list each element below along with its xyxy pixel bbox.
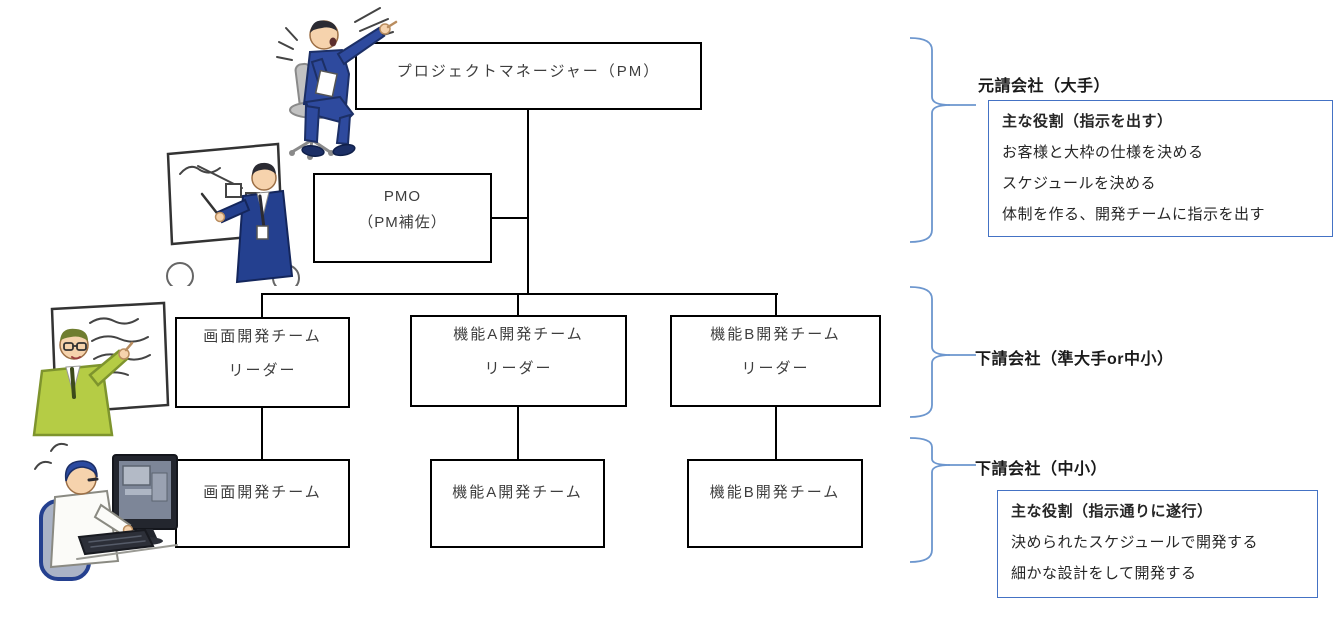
- leader-box-screen-team: 画面開発チーム リーダー: [175, 317, 350, 408]
- tier3-role-box: 主な役割（指示通りに遂行） 決められたスケジュールで開発する 細かな設計をして開…: [997, 490, 1318, 598]
- connector-drop-col1: [261, 295, 263, 318]
- pmo-clipart-illustration: [166, 142, 300, 286]
- leader-box-feature-b-team: 機能B開発チーム リーダー: [670, 315, 881, 407]
- leader-box-role-label: リーダー: [741, 360, 810, 377]
- pm-clipart-illustration: [276, 7, 398, 160]
- leader-box-role-label: リーダー: [228, 361, 297, 379]
- tier3-role-line: 細かな設計をして開発する: [1011, 565, 1197, 582]
- team-box-label: 機能B開発チーム: [709, 483, 841, 501]
- pmo-box-line2: （PM補佐）: [358, 214, 447, 231]
- tier2-brace: [909, 286, 976, 418]
- tier2-heading: 下請会社（準大手or中小）: [975, 345, 1174, 369]
- connector-drop-col3: [775, 295, 777, 318]
- tier1-brace: [909, 37, 976, 243]
- tier3-heading-label: 下請会社（中小）: [975, 461, 1108, 478]
- team-box-label: 機能A開発チーム: [452, 483, 583, 501]
- tier1-role-box: 主な役割（指示を出す） お客様と大枠の仕様を決める スケジュールを決める 体制を…: [988, 100, 1333, 237]
- leader-box-feature-a-team: 機能A開発チーム リーダー: [410, 315, 627, 407]
- connector-trunk: [527, 110, 529, 294]
- team-box-label: 画面開発チーム: [203, 483, 322, 501]
- pm-box: プロジェクトマネージャー（PM）: [355, 42, 702, 110]
- connector-drop-col2: [517, 295, 519, 318]
- pm-box-label: プロジェクトマネージャー（PM）: [396, 63, 661, 80]
- leader-box-role-label: リーダー: [484, 360, 553, 377]
- connector-col3-leader-team: [775, 407, 777, 460]
- team-box-screen-team: 画面開発チーム: [175, 459, 350, 548]
- tier1-heading-label: 元請会社（大手）: [978, 78, 1111, 95]
- developer-clipart-illustration: [34, 442, 178, 581]
- leader-clipart-illustration: [32, 301, 170, 437]
- tier1-role-line: お客様と大枠の仕様を決める: [1002, 144, 1204, 161]
- tier3-role-line: 決められたスケジュールで開発する: [1011, 534, 1258, 551]
- pmo-box-line1: PMO: [383, 188, 422, 205]
- tier1-role-title: 主な役割（指示を出す）: [1002, 113, 1173, 130]
- connector-col1-leader-team: [261, 407, 263, 460]
- team-box-feature-a-team: 機能A開発チーム: [430, 459, 605, 548]
- tier1-role-line: スケジュールを決める: [1002, 175, 1156, 192]
- tier1-heading: 元請会社（大手）: [978, 72, 1110, 96]
- leader-box-team-label: 機能B開発チーム: [710, 326, 841, 343]
- tier3-role-title: 主な役割（指示通りに遂行）: [1011, 503, 1213, 520]
- connector-col2-leader-team: [517, 407, 519, 460]
- leader-box-team-label: 画面開発チーム: [203, 327, 322, 345]
- tier2-heading-label: 下請会社（準大手or中小）: [975, 351, 1174, 368]
- tier1-role-line: 体制を作る、開発チームに指示を出す: [1002, 206, 1266, 223]
- connector-bus: [261, 293, 778, 295]
- connector-pmo-link: [492, 217, 528, 219]
- tier3-brace: [909, 437, 976, 563]
- pmo-box: PMO （PM補佐）: [313, 173, 492, 263]
- leader-box-team-label: 機能A開発チーム: [453, 326, 584, 343]
- tier3-heading: 下請会社（中小）: [975, 455, 1107, 479]
- team-box-feature-b-team: 機能B開発チーム: [687, 459, 863, 548]
